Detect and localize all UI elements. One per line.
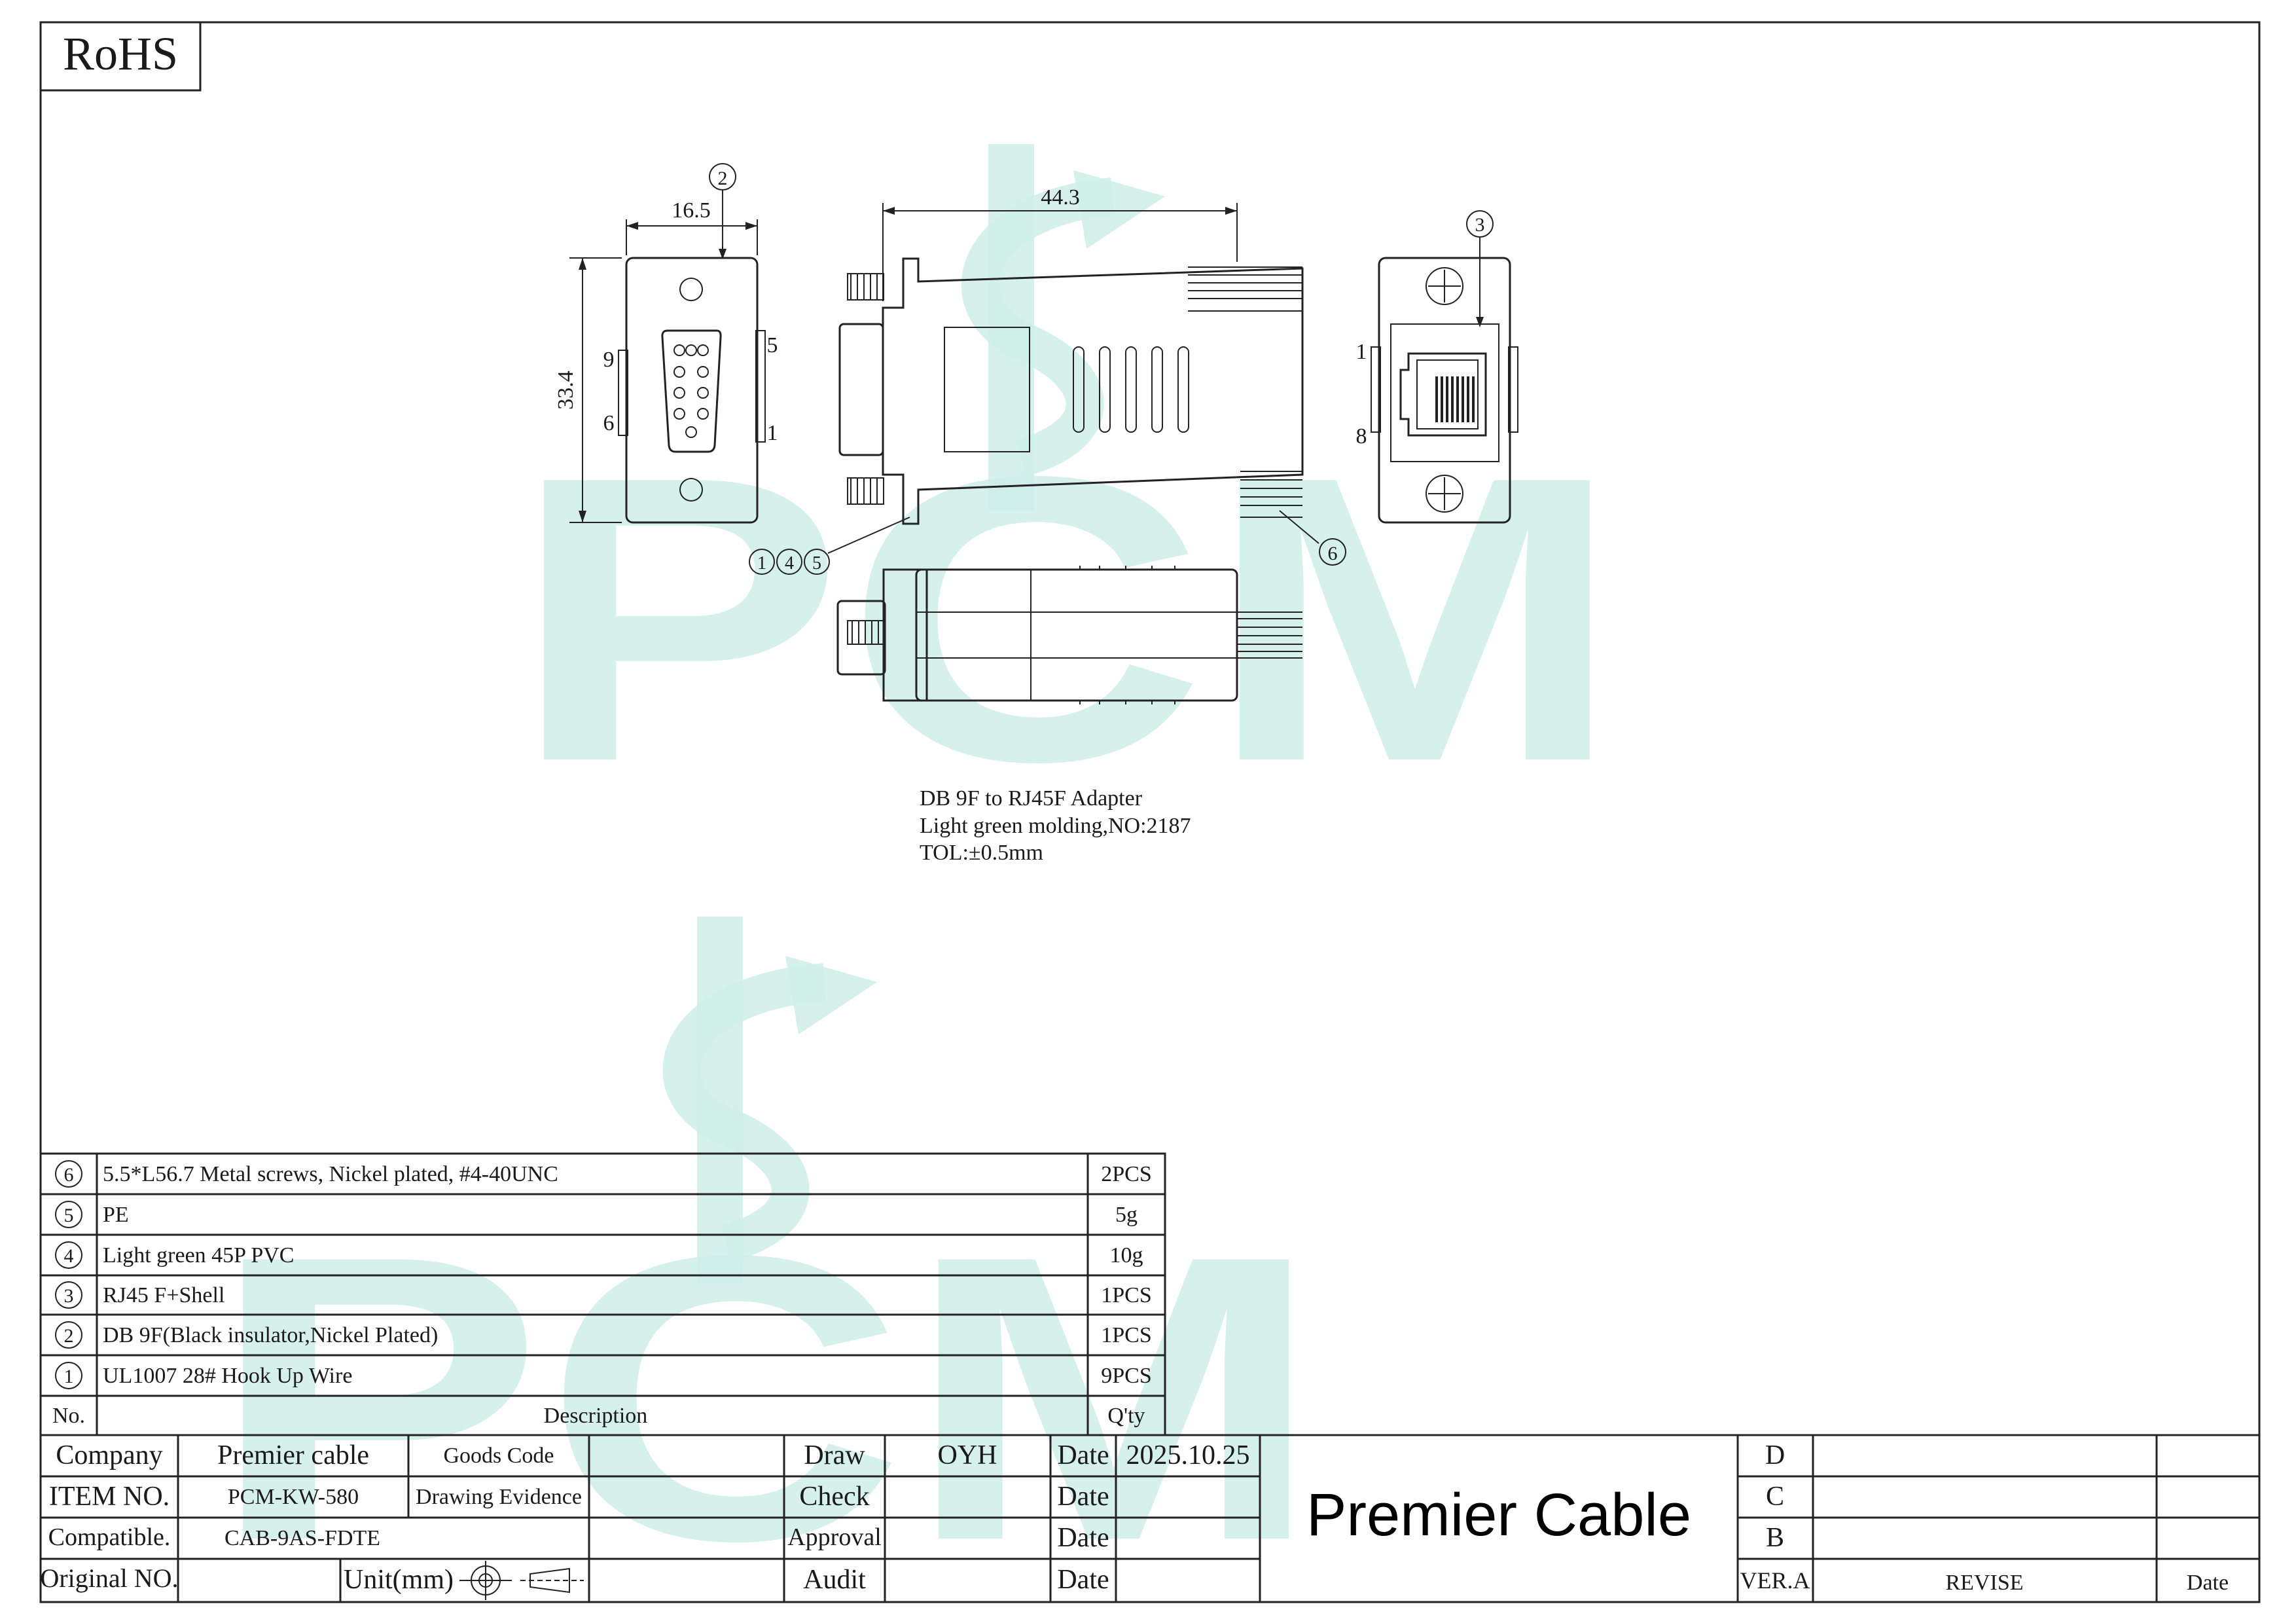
pin-5: 5 [767, 333, 778, 357]
rj45-front-view: 1 8 3 [1356, 210, 1518, 524]
bom-row-3: 3 RJ45 F+Shell 1PCS [55, 1281, 1152, 1309]
screw-top [847, 273, 884, 301]
bom-table: 6 5.5*L56.7 Metal screws, Nickel plated,… [39, 1152, 1166, 1436]
dim-side-length: 44.3 [1041, 185, 1080, 210]
note-line-3: TOL:±0.5mm [920, 841, 1043, 865]
bom-header: No. Description Q'ty [52, 1404, 1145, 1428]
drawing-evidence-label: Drawing Evidence [416, 1485, 582, 1509]
bom-row-6: 6 5.5*L56.7 Metal screws, Nickel plated,… [55, 1160, 1152, 1188]
bom-no: 4 [64, 1245, 74, 1267]
bom-description: DB 9F(Black insulator,Nickel Plated) [103, 1323, 438, 1347]
bom-description: Light green 45P PVC [103, 1243, 294, 1267]
bom-no: 1 [64, 1366, 74, 1387]
rohs-label: RoHS [63, 27, 178, 80]
projection-symbol-icon [459, 1561, 584, 1600]
bom-row-2: 2 DB 9F(Black insulator,Nickel Plated) 1… [55, 1321, 1152, 1349]
bom-header-no: No. [52, 1404, 85, 1428]
callout-2: 2 [718, 168, 728, 189]
bom-qty: 1PCS [1101, 1323, 1152, 1347]
bom-qty: 5g [1115, 1203, 1138, 1227]
notes: DB 9F to RJ45F Adapter Light green moldi… [920, 786, 1191, 865]
bom-no: 3 [64, 1285, 74, 1307]
bom-qty: 10g [1110, 1243, 1143, 1267]
outer-border [39, 21, 2261, 1603]
date-label-3: Date [1057, 1523, 1109, 1553]
side-view: 44.3 6 1 4 5 [749, 185, 1346, 575]
title-block: Company Premier cable Goods Code ITEM NO… [40, 1434, 2259, 1602]
date-label-2: Date [1057, 1482, 1109, 1512]
date-label-4: Date [1057, 1565, 1109, 1595]
bom-row-1: 1 UL1007 28# Hook Up Wire 9PCS [55, 1362, 1152, 1389]
item-no-value: PCM-KW-580 [228, 1485, 359, 1509]
check-label: Check [799, 1482, 869, 1512]
callout-1: 1 [757, 553, 766, 574]
note-line-2: Light green molding,NO:2187 [920, 814, 1191, 838]
bom-no: 6 [64, 1164, 74, 1186]
dim-front-width: 16.5 [672, 198, 711, 223]
date-label-1: Date [1057, 1440, 1109, 1470]
rev-date-label: Date [2187, 1571, 2229, 1595]
company-label: Company [56, 1440, 162, 1470]
rohs-box: RoHS [39, 21, 202, 92]
bom-row-4: 4 Light green 45P PVC 10g [55, 1241, 1143, 1269]
pin-1: 1 [767, 421, 778, 445]
audit-label: Audit [803, 1565, 866, 1595]
compatible-label: Compatible. [48, 1523, 171, 1551]
unit-label: Unit(mm) [344, 1565, 454, 1595]
bom-qty: 1PCS [1101, 1283, 1152, 1307]
bom-qty: 9PCS [1101, 1364, 1152, 1388]
db9-front-view: 16.5 33.4 9 6 5 1 2 [554, 163, 778, 524]
draw-label: Draw [804, 1440, 865, 1470]
screw-bottom [847, 477, 884, 505]
watermark-text-top: PCM [511, 393, 1623, 846]
top-view [836, 566, 1302, 704]
note-line-1: DB 9F to RJ45F Adapter [920, 786, 1143, 811]
date-value: 2025.10.25 [1126, 1440, 1250, 1470]
callout-6: 6 [1328, 543, 1338, 564]
bom-no: 2 [64, 1325, 74, 1347]
watermark-logo-top: PCM [511, 144, 1623, 846]
rev-d: D [1765, 1440, 1785, 1470]
bom-description: 5.5*L56.7 Metal screws, Nickel plated, #… [103, 1162, 558, 1186]
rj45-pin-8: 8 [1356, 424, 1367, 448]
approval-label: Approval [787, 1523, 882, 1551]
pin-9: 9 [603, 348, 615, 372]
bom-no: 5 [64, 1205, 74, 1226]
callout-3: 3 [1475, 214, 1485, 236]
bom-header-qty: Q'ty [1107, 1404, 1145, 1428]
rj45-pin-1: 1 [1356, 340, 1367, 364]
draw-value: OYH [938, 1440, 997, 1470]
callout-5: 5 [812, 553, 821, 574]
bom-header-description: Description [544, 1404, 648, 1428]
item-no-label: ITEM NO. [49, 1482, 170, 1512]
rev-b: B [1766, 1523, 1784, 1553]
watermark-text-bottom: PCM [209, 1172, 1322, 1623]
compatible-value: CAB-9AS-FDTE [224, 1526, 380, 1550]
bom-description: PE [103, 1203, 129, 1227]
bom-description: RJ45 F+Shell [103, 1283, 224, 1307]
pin-6: 6 [603, 411, 615, 435]
dim-front-height: 33.4 [554, 371, 578, 410]
revise-label: REVISE [1946, 1571, 2024, 1595]
rev-c: C [1766, 1482, 1784, 1512]
original-no-label: Original NO. [40, 1563, 178, 1593]
bom-description: UL1007 28# Hook Up Wire [103, 1364, 352, 1388]
goods-code-label: Goods Code [443, 1444, 554, 1468]
ver-label: VER.A [1740, 1567, 1810, 1594]
callout-4: 4 [785, 553, 794, 574]
brand-name: Premier Cable [1306, 1482, 1691, 1548]
watermark-logo-bottom: PCM [209, 917, 1322, 1623]
company-value: Premier cable [217, 1440, 369, 1470]
bom-qty: 2PCS [1101, 1162, 1152, 1186]
bom-row-5: 5 PE 5g [55, 1201, 1138, 1228]
